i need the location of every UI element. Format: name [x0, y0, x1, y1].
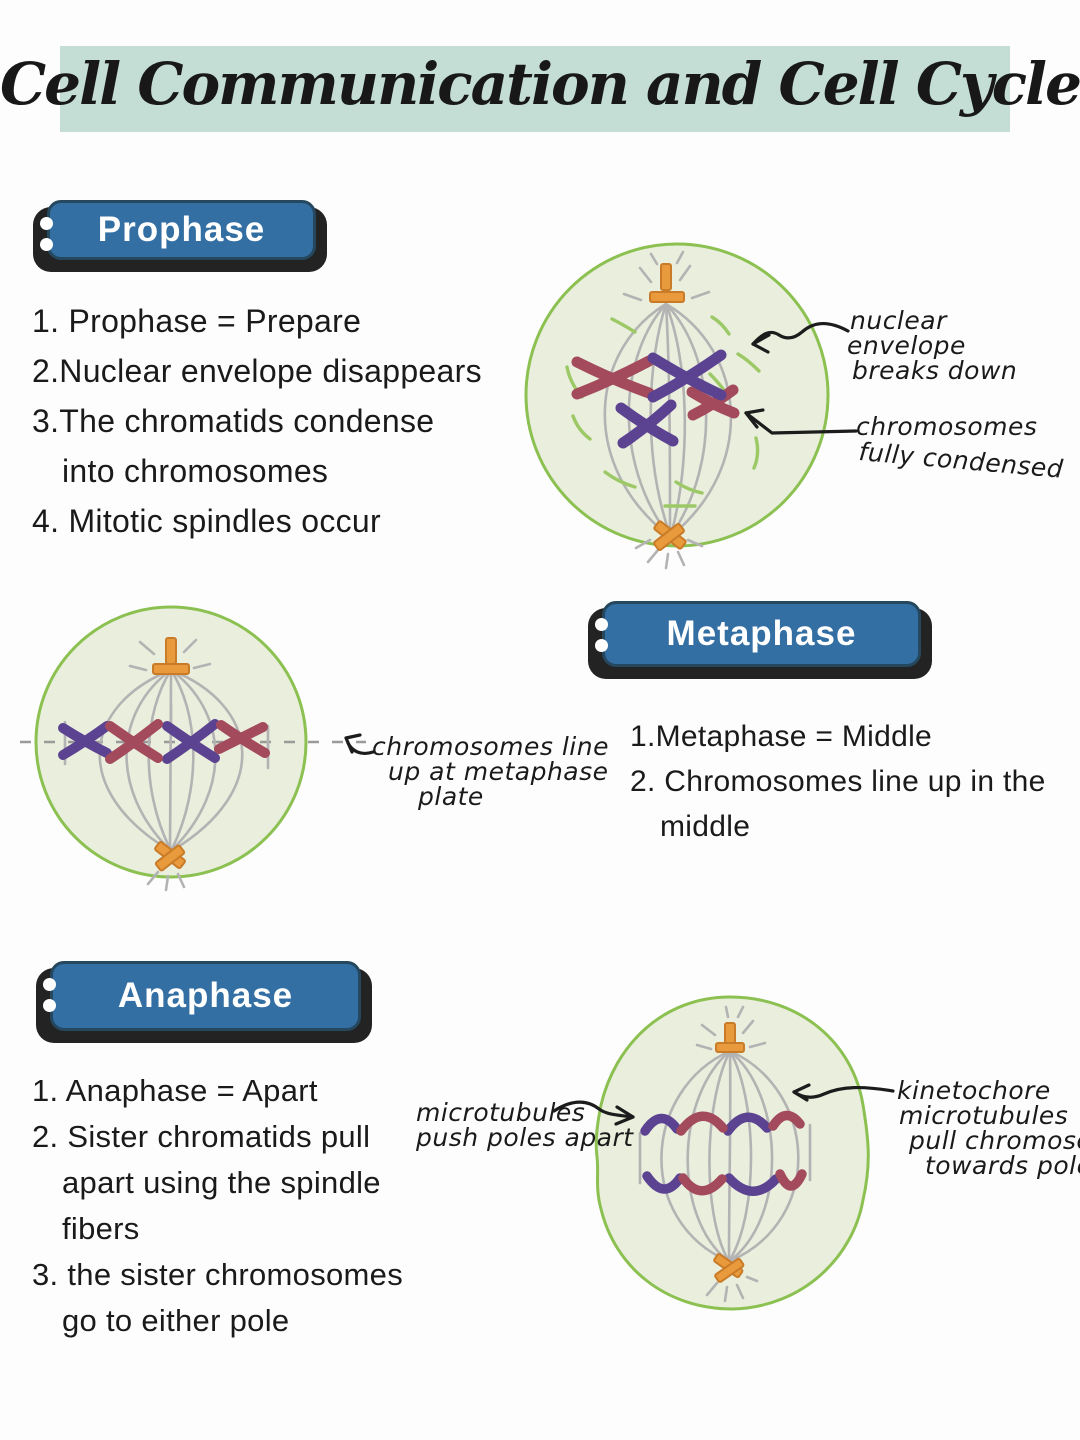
- badge-dot-icon: [43, 999, 56, 1012]
- nuclear-envelope-fragments: [565, 315, 761, 508]
- purple-chromatids: [640, 1112, 781, 1196]
- annotation-line: breaks down: [852, 356, 1018, 385]
- badge-dot-icon: [40, 238, 53, 251]
- centrosome-bottom-icon: [154, 841, 186, 872]
- annotation-line: microtubules: [899, 1101, 1069, 1130]
- centrosome-top-icon: [649, 263, 685, 303]
- annotation-metaphase-plate: chromosomes line up at metaphase plate: [372, 734, 609, 809]
- annotation-kinetochore-microtubules: kinetochore microtubules pull chromosome…: [897, 1078, 1080, 1178]
- badge-dot-icon: [595, 618, 608, 631]
- metaphase-heading-badge: Metaphase: [588, 601, 932, 679]
- prophase-cell-diagram: [524, 242, 830, 570]
- centrosome-top-icon: [715, 1022, 745, 1053]
- list-item: 4. Mitotic spindles occur: [32, 503, 381, 539]
- list-item: into chromosomes: [62, 453, 329, 489]
- anaphase-cell-diagram: [594, 995, 870, 1311]
- spindle-fibers: [638, 1005, 812, 1303]
- badge-dot-icon: [43, 978, 56, 991]
- annotation-line: fully condensed: [857, 437, 1065, 484]
- list-item: 1. Prophase = Prepare: [32, 303, 362, 339]
- prophase-heading: Prophase: [97, 210, 266, 249]
- badge-face: Metaphase: [602, 601, 921, 667]
- list-item: 2. Sister chromatids pull: [32, 1119, 371, 1154]
- prophase-notes: 1. Prophase = Prepare 2.Nuclear envelope…: [32, 296, 482, 546]
- purple-chromosomes: [615, 349, 727, 449]
- annotation-line: plate: [418, 782, 484, 811]
- red-chromosomes: [105, 719, 270, 764]
- annotation-line: kinetochore: [897, 1076, 1051, 1105]
- anaphase-notes: 1. Anaphase = Apart 2. Sister chromatids…: [32, 1068, 403, 1344]
- anaphase-heading: Anaphase: [117, 976, 294, 1015]
- annotation-line: microtubules: [416, 1098, 586, 1127]
- badge-dot-icon: [40, 217, 53, 230]
- anaphase-heading-badge: Anaphase: [36, 961, 372, 1043]
- annotation-line: up at metaphase: [388, 757, 609, 786]
- red-chromosomes: [571, 355, 740, 421]
- annotation-line: towards poles: [925, 1151, 1080, 1180]
- centrosome-bottom-icon: [653, 520, 687, 551]
- annotation-line: push poles apart: [416, 1123, 634, 1152]
- annotation-nuclear-envelope: nuclear envelope breaks down: [847, 306, 1018, 385]
- metaphase-cell-diagram: [20, 605, 366, 892]
- title-highlight-band: [60, 46, 1010, 132]
- badge-face: Prophase: [47, 200, 316, 260]
- list-item: 1.Metaphase = Middle: [630, 720, 933, 753]
- list-item: middle: [660, 810, 751, 843]
- annotation-chromosomes-condensed: chromosomes fully condensed: [856, 412, 1065, 484]
- centrosome-bottom-icon: [713, 1253, 745, 1283]
- page-title: Cell Communication and Cell Cycle: [0, 50, 1080, 118]
- list-item: 2. Chromosomes line up in the: [630, 765, 1046, 798]
- list-item: fibers: [62, 1211, 140, 1246]
- list-item: 1. Anaphase = Apart: [32, 1073, 318, 1108]
- list-item: 2.Nuclear envelope disappears: [32, 353, 482, 389]
- annotation-line: pull chromosomes: [909, 1126, 1080, 1155]
- prophase-heading-badge: Prophase: [33, 200, 327, 272]
- centrosome-top-icon: [152, 637, 190, 675]
- list-item: 3. the sister chromosomes: [32, 1257, 404, 1292]
- annotation-microtubules-push: microtubules push poles apart: [416, 1100, 634, 1150]
- badge-face: Anaphase: [50, 961, 361, 1031]
- list-item: apart using the spindle: [62, 1165, 381, 1200]
- annotation-line: nuclear: [850, 306, 947, 335]
- badge-dot-icon: [595, 639, 608, 652]
- red-chromatids: [676, 1110, 807, 1196]
- list-item: 3.The chromatids condense: [32, 403, 435, 439]
- annotation-line: chromosomes line: [372, 732, 609, 761]
- annotation-line: chromosomes: [856, 412, 1038, 441]
- purple-chromosomes: [58, 719, 220, 764]
- metaphase-notes: 1.Metaphase = Middle 2. Chromosomes line…: [630, 714, 1046, 849]
- list-item: go to either pole: [62, 1303, 290, 1338]
- annotation-line: envelope: [847, 331, 966, 360]
- cell-membrane: [524, 242, 830, 548]
- metaphase-heading: Metaphase: [666, 614, 857, 653]
